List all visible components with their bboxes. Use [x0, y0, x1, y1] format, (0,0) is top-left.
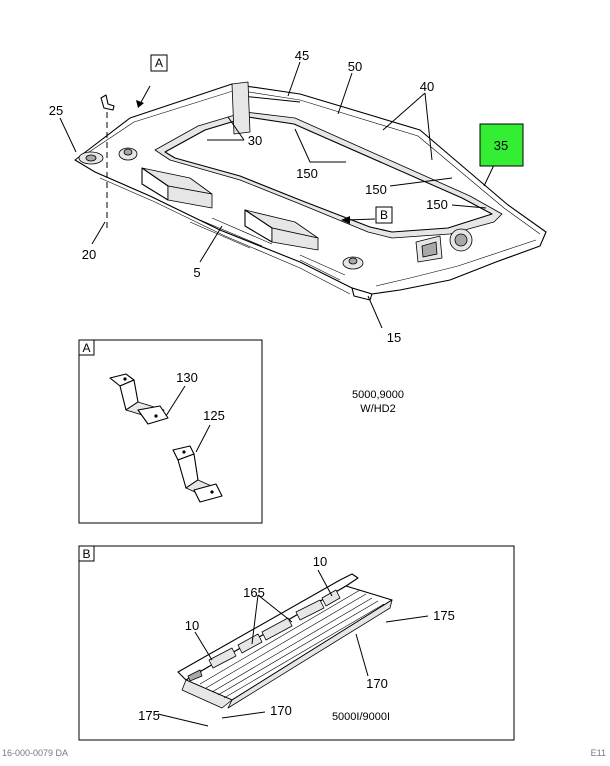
callout-40[interactable]: 40 [420, 79, 434, 94]
callout-175-b[interactable]: 175 [138, 708, 160, 723]
leader-lines-main [59, 61, 495, 329]
callout-165[interactable]: 165 [243, 585, 265, 600]
callout-150-c[interactable]: 150 [426, 197, 448, 212]
bracket-125 [172, 445, 223, 503]
detail-b-model-note: 5000I/9000I [332, 711, 390, 723]
model-note-line2: W/HD2 [360, 403, 395, 415]
roof-frame-assembly [74, 81, 547, 301]
model-note-line1: 5000,9000 [352, 389, 404, 401]
view-ref-b-box-top [375, 206, 393, 224]
callout-170-a[interactable]: 170 [366, 676, 388, 691]
bracket-20-top [100, 94, 115, 111]
footer-doc-number: 16-000-0079 DA [2, 748, 69, 758]
detail-b-tag [78, 545, 95, 562]
view-ref-b-top[interactable]: B [380, 208, 388, 222]
callout-25[interactable]: 25 [49, 103, 63, 118]
bracket-130 [109, 373, 169, 425]
callout-175-a[interactable]: 175 [433, 608, 455, 623]
callout-35[interactable]: 35 [494, 138, 508, 153]
front-channel-panel [177, 573, 393, 709]
detail-a-frame [78, 339, 263, 524]
callout-30[interactable]: 30 [248, 133, 262, 148]
callout-125[interactable]: 125 [203, 408, 225, 423]
callout-45[interactable]: 45 [295, 48, 309, 63]
leader-lines-detail-a [165, 385, 211, 453]
callout-150-a[interactable]: 150 [296, 166, 318, 181]
callout-5[interactable]: 5 [193, 265, 200, 280]
leader-lines-detail-b [157, 569, 429, 727]
callout-20[interactable]: 20 [82, 247, 96, 262]
detail-b-label: B [82, 547, 90, 561]
callout-130[interactable]: 130 [176, 370, 198, 385]
detail-a-tag [78, 339, 95, 356]
footer-page-ref: E11 [590, 748, 606, 758]
callout-10-b[interactable]: 10 [313, 554, 327, 569]
callout-50[interactable]: 50 [348, 59, 362, 74]
callout-10-a[interactable]: 10 [185, 618, 199, 633]
view-ref-a-top[interactable]: A [155, 56, 163, 70]
callout-35-highlight[interactable] [479, 123, 524, 167]
detail-a-label: A [82, 341, 90, 355]
callout-150-b[interactable]: 150 [365, 182, 387, 197]
callout-170-b[interactable]: 170 [270, 703, 292, 718]
view-ref-a-box-top [150, 54, 168, 72]
callout-15[interactable]: 15 [387, 330, 401, 345]
